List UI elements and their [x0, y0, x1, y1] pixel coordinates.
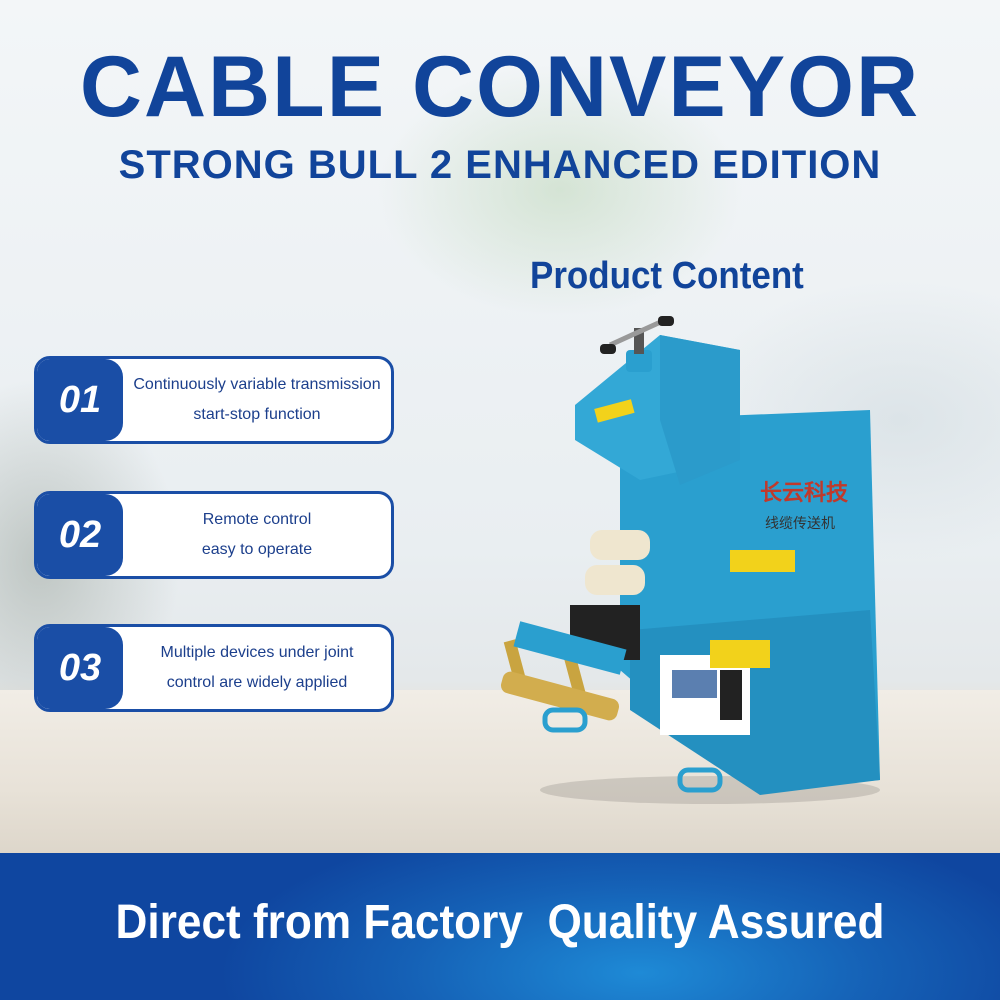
- feature-card-3: 03 Multiple devices under joint control …: [34, 624, 394, 712]
- page-subtitle: STRONG BULL 2 ENHANCED EDITION: [118, 143, 882, 187]
- feature-number: 03: [37, 627, 123, 709]
- banner-text: Direct from Factory Quality Assured: [115, 896, 885, 949]
- feature-text: easy to operate: [201, 541, 313, 558]
- feature-card-2: 02 Remote control easy to operate: [34, 491, 394, 579]
- svg-text:长云科技: 长云科技: [760, 481, 849, 506]
- feature-text: Remote control: [202, 511, 312, 528]
- bottom-banner: Direct from Factory Quality Assured: [0, 853, 1000, 1000]
- feature-text: control are widely applied: [166, 674, 348, 691]
- cable-conveyor-product-image: 长云科技 线缆传送机: [500, 316, 880, 804]
- page-title: CABLE CONVEYOR: [79, 39, 921, 135]
- section-title: Product Content: [530, 255, 804, 297]
- feature-number: 01: [37, 359, 123, 441]
- feature-card-1: 01 Continuously variable transmission st…: [34, 356, 394, 444]
- feature-number: 02: [37, 494, 123, 576]
- svg-text:线缆传送机: 线缆传送机: [765, 516, 835, 532]
- feature-text: Multiple devices under joint: [160, 644, 354, 661]
- feature-text: start-stop function: [193, 406, 321, 423]
- feature-text: Continuously variable transmission: [133, 376, 381, 393]
